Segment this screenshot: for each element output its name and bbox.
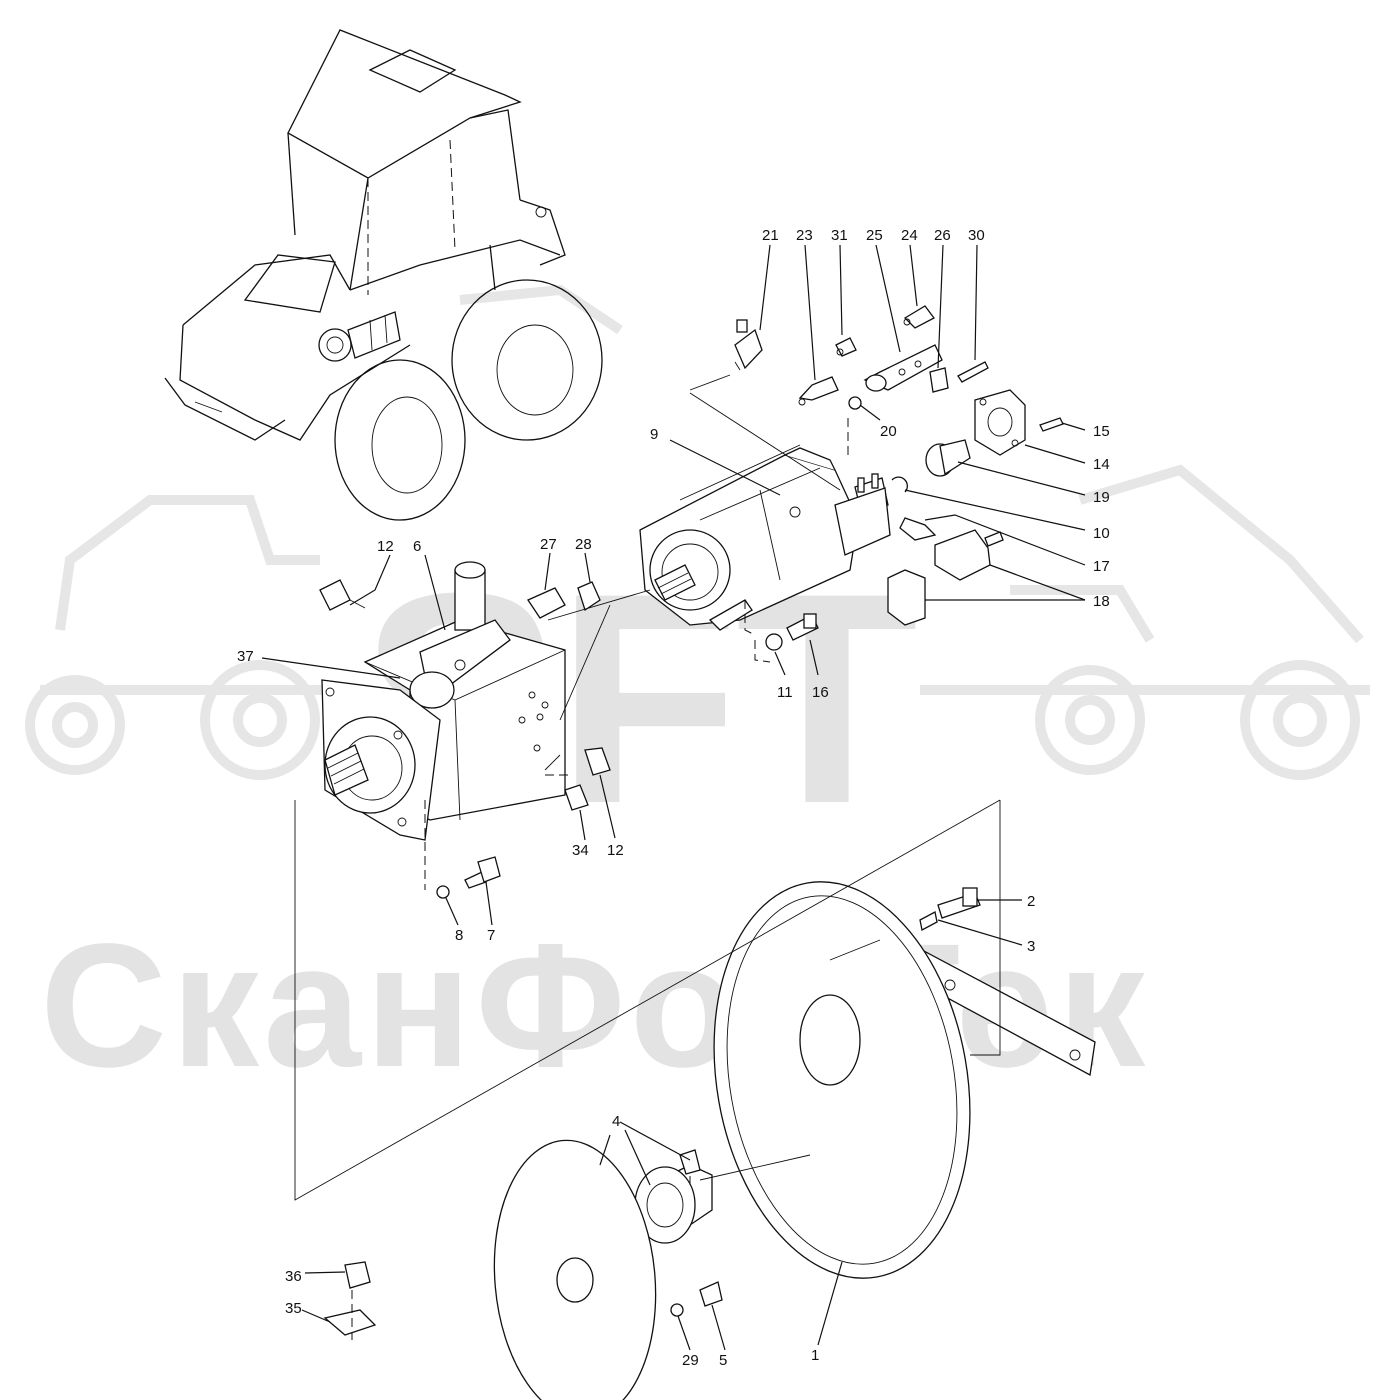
callout-7: 7	[487, 927, 495, 944]
leader-lines	[261, 244, 1086, 1351]
assembly-lines	[294, 374, 1001, 1340]
callout-35: 35	[285, 1300, 302, 1317]
callout-25: 25	[866, 227, 883, 244]
callout-29: 29	[682, 1352, 699, 1369]
pump-6	[319, 561, 611, 899]
callout-9: 9	[650, 426, 658, 443]
callout-12-upper: 12	[377, 538, 394, 555]
callout-2: 2	[1027, 893, 1035, 910]
callout-labels: 21 23 31 25 24 26 30 20 15 14 19 9 10 17…	[237, 227, 1110, 1369]
callout-37: 37	[237, 648, 254, 665]
callout-10: 10	[1093, 525, 1110, 542]
callout-6: 6	[413, 538, 421, 555]
callout-17: 17	[1093, 558, 1110, 575]
callout-15: 15	[1093, 423, 1110, 440]
callout-16: 16	[812, 684, 829, 701]
callout-18: 18	[1093, 593, 1110, 610]
callout-12-lower: 12	[607, 842, 624, 859]
callout-26: 26	[934, 227, 951, 244]
flange-coupling-group	[323, 881, 1096, 1400]
callout-27: 27	[540, 536, 557, 553]
callout-3: 3	[1027, 938, 1035, 955]
callout-21: 21	[762, 227, 779, 244]
callout-19: 19	[1093, 489, 1110, 506]
callout-31: 31	[831, 227, 848, 244]
tractor-illustration	[164, 29, 603, 521]
callout-28: 28	[575, 536, 592, 553]
callout-14: 14	[1093, 456, 1110, 473]
callout-34: 34	[572, 842, 589, 859]
callout-11: 11	[777, 684, 793, 701]
callout-4: 4	[612, 1113, 620, 1130]
hydraulic-motor-9	[639, 444, 891, 651]
callout-5: 5	[719, 1352, 727, 1369]
callout-24: 24	[901, 227, 918, 244]
callout-36: 36	[285, 1268, 302, 1285]
watermark-line-art	[25, 284, 1370, 780]
callout-8: 8	[455, 927, 463, 944]
callout-23: 23	[796, 227, 813, 244]
callout-1: 1	[811, 1347, 819, 1364]
callout-30: 30	[968, 227, 985, 244]
callout-20: 20	[880, 423, 897, 440]
